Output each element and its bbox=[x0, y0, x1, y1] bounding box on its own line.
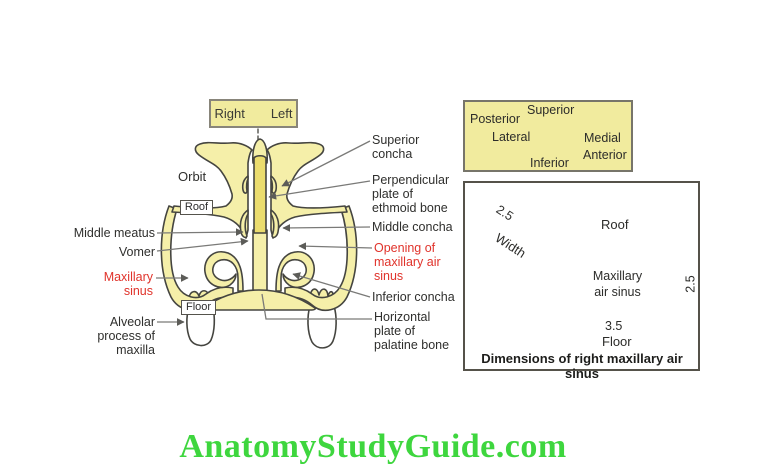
compass-posterior-label: Posterior bbox=[470, 112, 521, 126]
middle-meatus-label: Middle meatus bbox=[73, 226, 155, 240]
compass-superior-label: Superior bbox=[527, 103, 575, 117]
length-value-label: 3.5 bbox=[605, 319, 623, 333]
orientation-right-label: Right bbox=[214, 106, 245, 121]
height-value-label: 2.5 bbox=[683, 275, 698, 293]
orientation-compass-panel bbox=[463, 100, 633, 172]
compass-medial-label: Medial bbox=[584, 131, 621, 145]
maxillary-sinus-label: Maxillary sinus bbox=[103, 270, 153, 298]
orbit-label: Orbit bbox=[178, 169, 207, 184]
roof-box-label: Roof bbox=[180, 200, 213, 215]
site-watermark: AnatomyStudyGuide.com bbox=[179, 428, 567, 465]
coronal-section-drawing bbox=[160, 128, 358, 349]
horizontal-plate-label: Horizontal plate of palatine bone bbox=[374, 310, 450, 352]
leader-lines bbox=[156, 140, 373, 326]
dimensions-caption: Dimensions of right maxillary air sinus bbox=[481, 351, 683, 381]
box-floor-label: Floor bbox=[602, 334, 632, 349]
compass-lateral-label: Lateral bbox=[492, 130, 531, 144]
opening-maxillary-label: Opening of maxillary air sinus bbox=[374, 241, 441, 283]
dimensions-panel bbox=[463, 181, 700, 371]
superior-concha-label: Superior concha bbox=[372, 133, 420, 161]
perpendicular-plate-label: Perpendicular plate of ethmoid bone bbox=[372, 173, 450, 215]
vomer-label: Vomer bbox=[118, 245, 155, 259]
orientation-left-label: Left bbox=[270, 106, 293, 121]
box-body-line2: air sinus bbox=[594, 285, 641, 299]
right-left-orientation-box: Right Left bbox=[209, 99, 298, 128]
inferior-concha-label: Inferior concha bbox=[372, 290, 455, 304]
middle-concha-label: Middle concha bbox=[372, 220, 453, 234]
box-roof-label: Roof bbox=[601, 217, 629, 232]
alveolar-process-label: Alveolar process of maxilla bbox=[97, 315, 155, 357]
floor-box-label: Floor bbox=[181, 300, 216, 315]
box-body-line1: Maxillary bbox=[592, 269, 643, 283]
compass-inferior-label: Inferior bbox=[530, 156, 569, 170]
compass-anterior-label: Anterior bbox=[583, 148, 627, 162]
